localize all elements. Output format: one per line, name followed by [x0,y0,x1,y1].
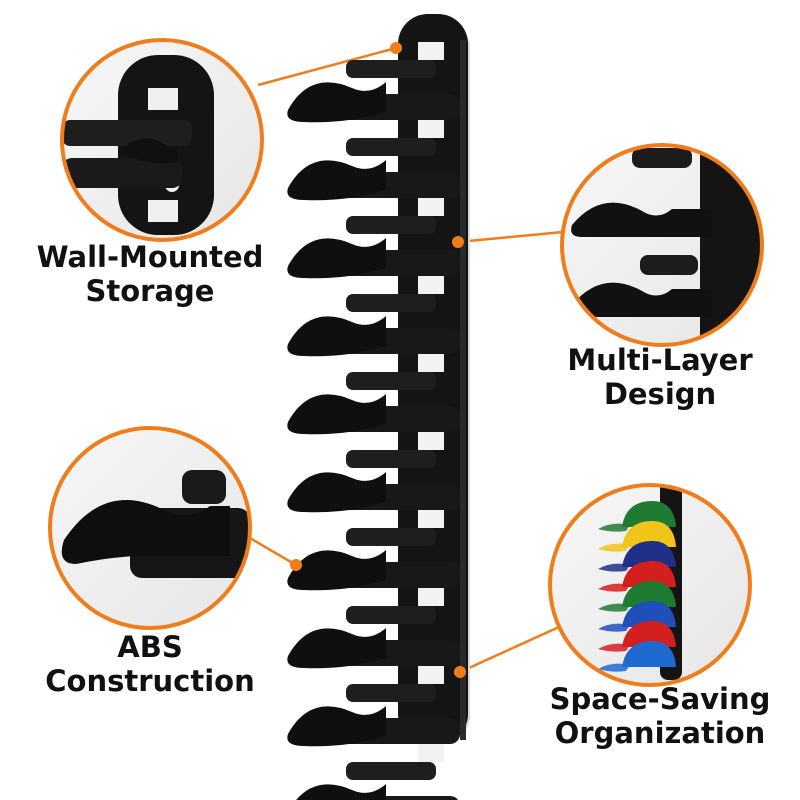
feature-label-line: Multi-Layer [567,343,753,377]
connector-line-3 [242,532,297,567]
connector-line-1 [257,46,397,87]
cap [598,541,676,572]
feature-label-line: Wall-Mounted [36,240,264,274]
rack-hook [287,120,460,201]
hat-rack [287,14,470,800]
connector-dot-2 [452,236,464,248]
connector-dot-1 [390,42,402,54]
cap [598,601,676,632]
rack-hook [287,198,460,288]
feature-label-line: ABS [117,630,183,664]
feature-label-line: Design [603,377,717,411]
rack-hook [287,510,460,600]
cap [598,521,676,552]
detail-circle-wall-mounted [60,38,264,242]
connector-lines [242,46,571,674]
rack-hook [296,744,458,800]
detail-circle-abs [48,426,252,630]
connector-dot-4 [454,666,466,678]
cap [598,641,676,672]
feature-label-line: Space-Saving [549,682,771,716]
cap-stack [598,501,676,672]
detail-circle-multi-layer [560,143,764,347]
feature-label-line: Construction [45,664,255,698]
rack-hooks [287,42,460,800]
cap [598,501,676,532]
cap [598,621,676,652]
connector-dots [290,42,466,678]
feature-label-line: Organization [554,716,766,750]
detail-circle-space-saving [548,483,752,687]
rack-hook [287,42,460,132]
cap [598,581,676,612]
feature-label-wall-mounted: Wall-Mounted Storage [20,240,280,308]
connector-line-2 [457,230,564,244]
rack-hook [287,276,460,357]
rack-hook [287,354,460,444]
connector-dot-3 [290,559,302,571]
connector-line-4 [459,620,571,674]
feature-label-multi-layer: Multi-Layer Design [540,343,780,411]
feature-label-abs: ABS Construction [20,630,280,698]
rack-hook [287,588,460,669]
rack-hook [287,432,460,513]
feature-label-line: Storage [85,274,215,308]
feature-label-space-saving: Space-Saving Organization [530,682,790,750]
rack-edge-highlight [460,40,466,740]
cap [598,561,676,592]
